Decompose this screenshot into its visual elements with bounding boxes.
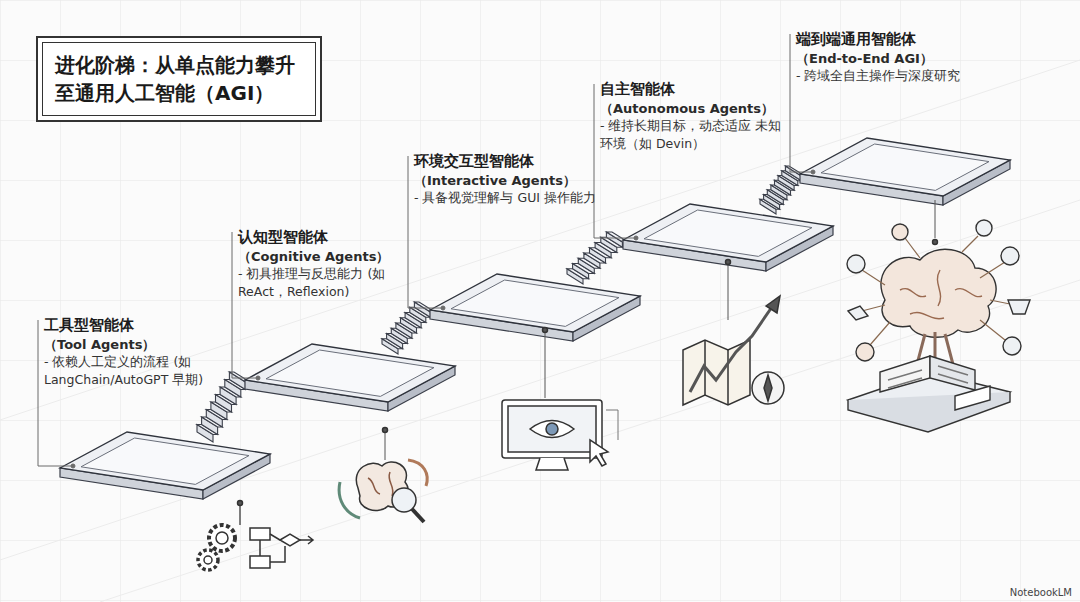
stage-description: - 具备视觉理解与 GUI 操作能力 [414,189,604,207]
stage-label: 端到端通用智能体（End-to-End AGI）- 跨域全自主操作与深度研究 [796,30,1006,85]
stage-english-name: （Interactive Agents） [414,172,604,190]
platform-top [623,204,833,262]
stage-english-name: （Cognitive Agents） [238,248,430,266]
stage-label: 认知型智能体（Cognitive Agents）- 初具推理与反思能力 (如 R… [238,228,430,300]
stage-heading: 自主智能体 [600,80,784,100]
stage-label: 环境交互型智能体（Interactive Agents）- 具备视觉理解与 GU… [414,152,604,207]
map-compass-icon [683,260,784,406]
monitor-eye-icon [502,328,618,471]
platform-inset [81,438,249,484]
agi-brain-icon [847,200,1030,432]
title-box: 进化阶梯：从单点能力攀升 至通用人工智能（AGI） [36,36,322,122]
platform-top [60,432,270,490]
stage-description: - 跨域全自主操作与深度研究 [796,67,1006,85]
brain-reflection-icon [339,428,427,523]
platform-inset [266,350,434,396]
platforms [60,138,1010,499]
title-inner-border: 进化阶梯：从单点能力攀升 至通用人工智能（AGI） [42,42,316,116]
platform-inset [451,280,619,326]
stage-heading: 工具型智能体 [44,316,244,336]
platform-inset [821,144,989,190]
leader-dot [441,306,445,310]
leader-dot [634,236,638,240]
stage-label: 自主智能体（Autonomous Agents）- 维持长期目标，动态适应 未知… [600,80,784,152]
stage-heading: 认知型智能体 [238,228,430,248]
stage-label: 工具型智能体（Tool Agents）- 依赖人工定义的流程 (如 LangCh… [44,316,244,388]
stage-description: - 维持长期目标，动态适应 未知环境（如 Devin） [600,117,784,152]
watermark: NotebookLM [1010,587,1072,598]
stage-english-name: （Tool Agents） [44,336,244,354]
leader-lines [38,34,815,468]
stage-heading: 端到端通用智能体 [796,30,1006,50]
platform-top [430,274,640,332]
platform-inset [644,210,812,256]
stage-heading: 环境交互型智能体 [414,152,604,172]
leader-dot [71,464,75,468]
stage-description: - 依赖人工定义的流程 (如 LangChain/AutoGPT 早期) [44,353,244,388]
leader-dot [811,170,815,174]
stage-english-name: （End-to-End AGI） [796,50,1006,68]
stage-description: - 初具推理与反思能力 (如 ReAct，Reflexion) [238,265,430,300]
platform-top [245,344,455,402]
leader-dot [256,376,260,380]
diagram-title: 进化阶梯：从单点能力攀升 至通用人工智能（AGI） [55,51,303,107]
platform-top [800,138,1010,196]
gear-flow-icon [198,501,313,571]
stage-english-name: （Autonomous Agents） [600,100,784,118]
